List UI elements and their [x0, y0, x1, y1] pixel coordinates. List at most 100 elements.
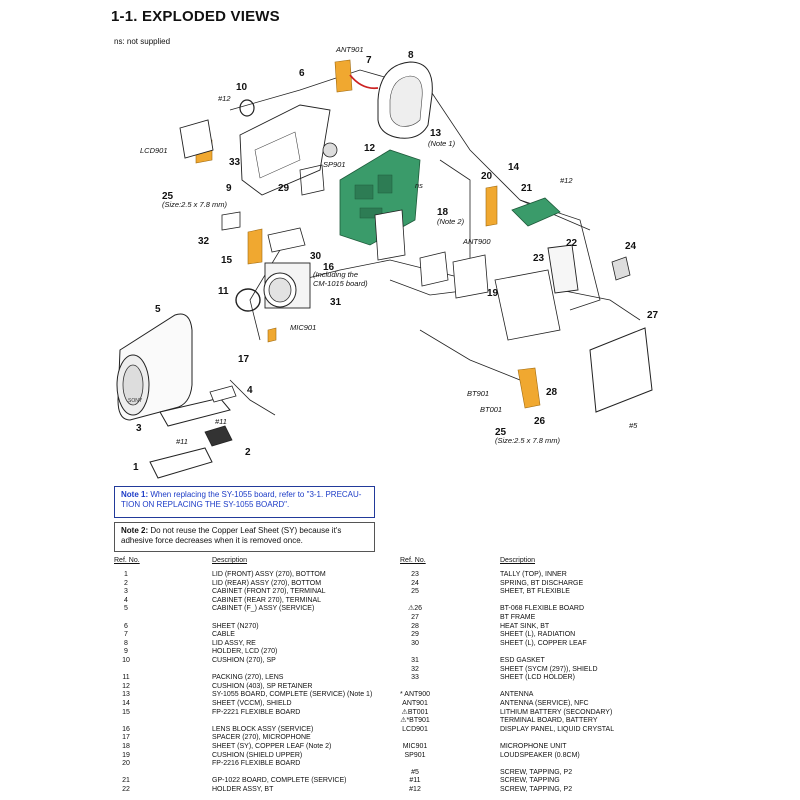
reference-labels: ANT901 LCD901 SP901 ANT900 MIC901 BT901 …: [140, 45, 638, 446]
cushion-10: [239, 99, 255, 117]
part-number: 7: [366, 55, 372, 66]
part-number: 20: [481, 171, 493, 182]
table-desc-cell: BT-068 FLEXIBLE BOARD: [500, 605, 585, 613]
label-screw11b: #11: [215, 417, 227, 426]
table-desc-cell: HEAT SINK, BT: [500, 622, 550, 630]
table-ref-cell: 6: [124, 622, 128, 630]
table-desc-cell: TALLY (TOP), INNER: [500, 571, 567, 578]
part-number: 31: [330, 297, 342, 308]
part-number: 33: [229, 157, 241, 168]
part-number: 30: [310, 251, 322, 262]
label-bt001: BT001: [480, 405, 502, 414]
table-ref-cell: SP901: [404, 751, 426, 759]
table-ref-cell: 21: [122, 777, 130, 785]
table-desc-cell: LOUDSPEAKER (0.8CM): [500, 751, 580, 759]
table-desc-cell: CABINET (F_) ASSY (SERVICE): [212, 605, 315, 613]
part-number: 26: [534, 416, 546, 427]
note-2-text: Do not reuse the Copper Leaf Sheet (SY) …: [121, 526, 342, 545]
table-ref-cell: 16: [122, 725, 130, 733]
table-desc-cell: FP-2221 FLEXIBLE BOARD: [212, 708, 301, 716]
table-ref-cell: ⚠*BT901: [400, 717, 430, 725]
table-desc-cell: LITHIUM BATTERY (SECONDARY): [500, 708, 613, 716]
table-ref-cell: 23: [411, 571, 419, 578]
part-number: 9: [226, 183, 232, 194]
table-desc-cell: SPRING, BT DISCHARGE: [500, 579, 584, 587]
part-number: 11: [218, 286, 229, 297]
label-size-25a: (Size:2.5 x 7.8 mm): [162, 200, 228, 209]
flex-boards: [195, 59, 541, 409]
note-2-label: Note 2:: [121, 526, 149, 535]
table-desc-cell: SCREW, TAPPING: [500, 777, 560, 785]
table-desc-cell: ANTENNA (SERVICE), NFC: [500, 700, 589, 707]
part-number: 2: [245, 447, 251, 458]
label-screw5: #5: [629, 421, 638, 430]
table-ref-cell: LCD901: [402, 725, 428, 733]
part-number: 32: [198, 236, 210, 247]
table-desc-cell: CUSHION (270), SP: [212, 657, 276, 664]
part-number: 12: [364, 143, 376, 154]
table-ref-cell: 14: [122, 700, 130, 707]
label-ant901: ANT901: [335, 45, 364, 54]
table-ref-cell: 25: [411, 588, 419, 596]
note-1-text: When replacing the SY-1055 board, refer …: [121, 490, 362, 509]
label-size-25b: (Size:2.5 x 7.8 mm): [495, 436, 561, 445]
sheets: [221, 164, 489, 299]
table-ref-cell: 11: [122, 674, 130, 682]
ns-legend: ns: not supplied: [114, 37, 171, 46]
part-number: 28: [546, 387, 558, 398]
label-ant900: ANT900: [462, 237, 491, 246]
table-desc-cell: HOLDER ASSY, BT: [212, 786, 274, 793]
table-ref-cell: 18: [122, 743, 130, 750]
bottom-lids: [149, 385, 237, 479]
part-number: 3: [136, 423, 142, 434]
table-ref-cell: 30: [411, 639, 419, 647]
table-ref-cell: 29: [411, 631, 419, 639]
table-ref-cell: 33: [411, 674, 419, 682]
part-number: 25: [495, 427, 507, 438]
table-desc-cell: SY-1055 BOARD, COMPLETE (SERVICE) (Note …: [212, 691, 373, 699]
table-desc-cell: LID (FRONT) ASSY (270), BOTTOM: [212, 571, 326, 578]
table-ref-cell: 20: [122, 760, 130, 768]
table-desc-cell: LID (REAR) ASSY (270), BOTTOM: [212, 579, 322, 587]
bt-frame: [589, 327, 653, 413]
table-desc-cell: SHEET (L), RADIATION: [500, 631, 576, 639]
part-number: 19: [487, 288, 499, 299]
table-ref-cell: ⚠BT001: [401, 708, 429, 716]
label-sp901: SP901: [323, 160, 346, 169]
table-desc-cell: CUSHION (SHIELD UPPER): [212, 751, 303, 759]
rear-lid: [377, 61, 433, 139]
label-mic901: MIC901: [290, 323, 316, 332]
part-number: 15: [221, 255, 233, 266]
parts-table-right: Ref. No. Description 23 TALLY (TOP), INNE…: [400, 557, 690, 800]
table-desc-cell: FP-2216 FLEXIBLE BOARD: [212, 760, 301, 768]
ref-no-header: Ref. No.: [400, 557, 426, 564]
table-ref-cell: ANT901: [402, 700, 428, 707]
table-ref-cell: 8: [124, 639, 128, 647]
table-ref-cell: 19: [122, 751, 130, 759]
table-ref-cell: 31: [411, 657, 419, 664]
table-desc-cell: LID ASSY, RE: [212, 639, 256, 647]
part-number: 13: [430, 128, 442, 139]
part-number: 27: [647, 310, 659, 321]
table-desc-cell: CABLE: [212, 631, 235, 639]
part-number: 1: [133, 462, 139, 473]
part-number: 6: [299, 68, 305, 79]
battery-holder: [494, 244, 579, 341]
lcd-panel: [179, 119, 214, 159]
note-1-box: Note 1: When replacing the SY-1055 board…: [114, 486, 375, 518]
label-including-1: (Including the: [313, 270, 358, 279]
table-ref-cell: 9: [124, 648, 128, 656]
part-number-labels: 1 2 3 4 5 6 7 8 9 10 11 12 13 14 15 16 1…: [133, 50, 659, 473]
note-2-box: Note 2: Do not reuse the Copper Leaf She…: [114, 522, 375, 552]
table-ref-cell: 17: [122, 734, 130, 742]
description-header: Description: [212, 557, 248, 564]
table-ref-cell: * ANT900: [400, 691, 430, 699]
table-desc-cell: CABINET (FRONT 270), TERMINAL: [212, 588, 326, 596]
label-screw12b: #12: [560, 176, 573, 185]
spring-24: [611, 256, 631, 281]
part-number: 5: [155, 304, 161, 315]
table-desc-cell: SHEET, BT FLEXIBLE: [500, 588, 570, 596]
description-header: Description: [500, 557, 536, 564]
table-desc-cell: SHEET (SY), COPPER LEAF (Note 2): [212, 743, 332, 750]
